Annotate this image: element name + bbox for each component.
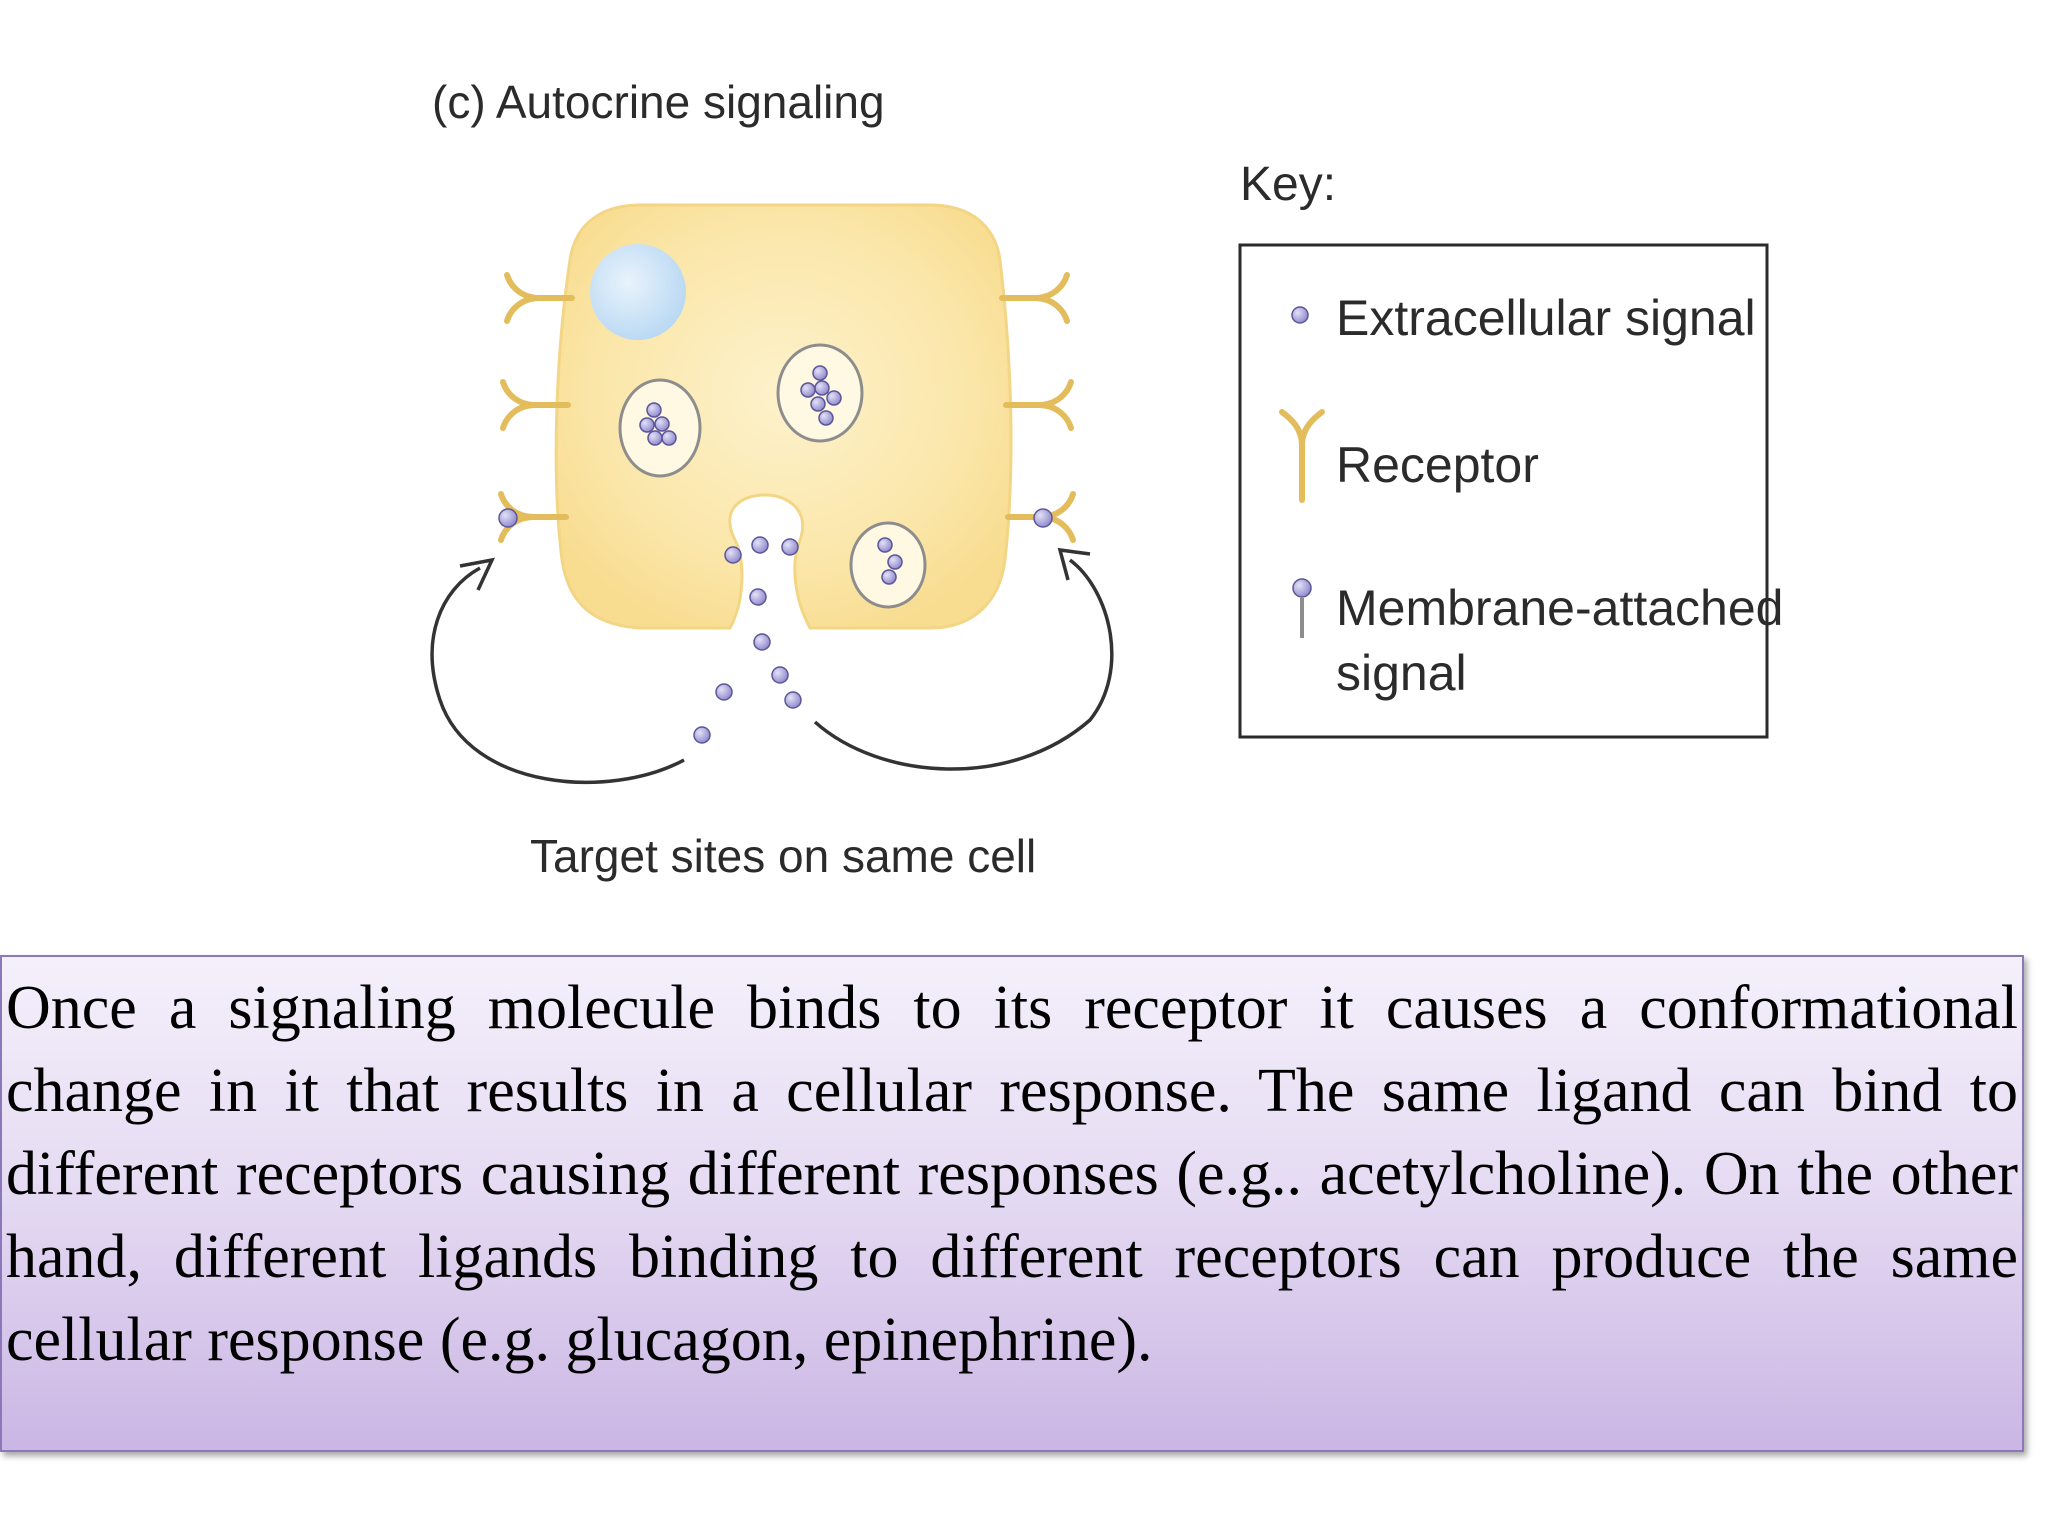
- key-item-receptor: Receptor: [1336, 437, 1539, 493]
- receptor: [999, 272, 1070, 324]
- bound-signal: [498, 508, 518, 528]
- key-heading: Key:: [1240, 158, 1336, 211]
- receptor-icon: [1279, 409, 1325, 503]
- autocrine-signaling-diagram: (c) Autocrine signaling: [430, 76, 1783, 882]
- nucleus: [590, 244, 686, 340]
- key-item-extracellular-signal: Extracellular signal: [1336, 290, 1756, 346]
- explanation-paragraph: Once a signaling molecule binds to its r…: [6, 974, 2018, 1374]
- secreted-signals: [693, 536, 802, 744]
- receptor: [1003, 379, 1074, 431]
- receptor: [500, 379, 571, 431]
- bound-signal: [1033, 508, 1053, 528]
- vesicle: [618, 378, 702, 478]
- receptor: [504, 272, 575, 324]
- left-curved-arrow: [430, 557, 685, 784]
- membrane-attached-signal-icon: [1292, 578, 1312, 638]
- key-item-membrane-attached-signal-line2: signal: [1336, 645, 1467, 701]
- key-item-membrane-attached-signal-line1: Membrane-attached: [1336, 580, 1783, 636]
- extracellular-signal-icon: [1291, 306, 1309, 324]
- figure-caption: Target sites on same cell: [530, 830, 1036, 882]
- right-curved-arrow: [813, 547, 1114, 771]
- key-box: [1238, 243, 1769, 739]
- vesicle: [776, 343, 864, 443]
- explanation-textbox: Once a signaling molecule binds to its r…: [0, 955, 2024, 1452]
- figure-title: (c) Autocrine signaling: [432, 76, 885, 128]
- vesicle: [849, 521, 927, 609]
